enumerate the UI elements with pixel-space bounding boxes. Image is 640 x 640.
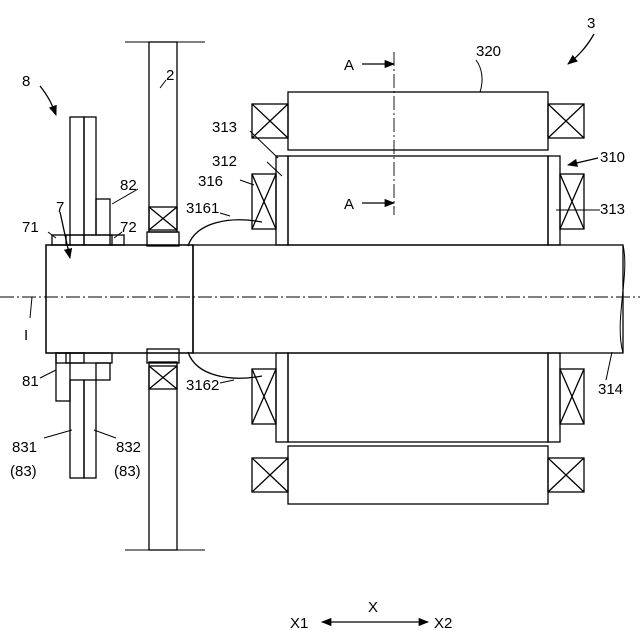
label-8: 8: [22, 73, 30, 90]
label-7: 7: [56, 199, 64, 216]
label-2: 2: [166, 67, 174, 84]
label-831: 831: [12, 439, 37, 456]
label-81: 81: [22, 373, 39, 390]
label-320: 320: [476, 43, 501, 60]
label-72: 72: [120, 219, 137, 236]
plate-bearing-top: [147, 207, 179, 246]
label-316: 316: [198, 173, 223, 190]
shaft-end-7: [46, 245, 193, 353]
label-a-mid: A: [344, 196, 354, 213]
label-axis-x1: X1: [290, 615, 308, 632]
label-axis-x: X: [368, 599, 378, 616]
label-310: 310: [600, 149, 625, 166]
label-axis-x2: X2: [434, 615, 452, 632]
label-312: 312: [212, 153, 237, 170]
labels: 3 8 2 320 A 313 312 316 A 310 313 82 7 7…: [10, 15, 625, 632]
label-3: 3: [587, 15, 595, 32]
rotor-core-310: [276, 156, 560, 442]
label-832-sub: (83): [114, 463, 141, 480]
label-82: 82: [120, 177, 137, 194]
label-71: 71: [22, 219, 39, 236]
plate-bearing-bottom: [147, 349, 179, 389]
label-3162: 3162: [186, 377, 219, 394]
label-313-right: 313: [600, 201, 625, 218]
gear-assembly-8: [52, 117, 124, 478]
leader-lines: [30, 34, 612, 438]
label-831-sub: (83): [10, 463, 37, 480]
label-313-top: 313: [212, 119, 237, 136]
label-i: I: [24, 327, 28, 344]
label-3161: 3161: [186, 200, 219, 217]
label-314: 314: [598, 381, 623, 398]
shaft-314: [193, 245, 625, 353]
coil-ends: [252, 104, 584, 492]
label-832: 832: [116, 439, 141, 456]
lead-wires: [188, 220, 262, 378]
section-arrows: [362, 64, 394, 203]
label-a-top: A: [344, 57, 354, 74]
